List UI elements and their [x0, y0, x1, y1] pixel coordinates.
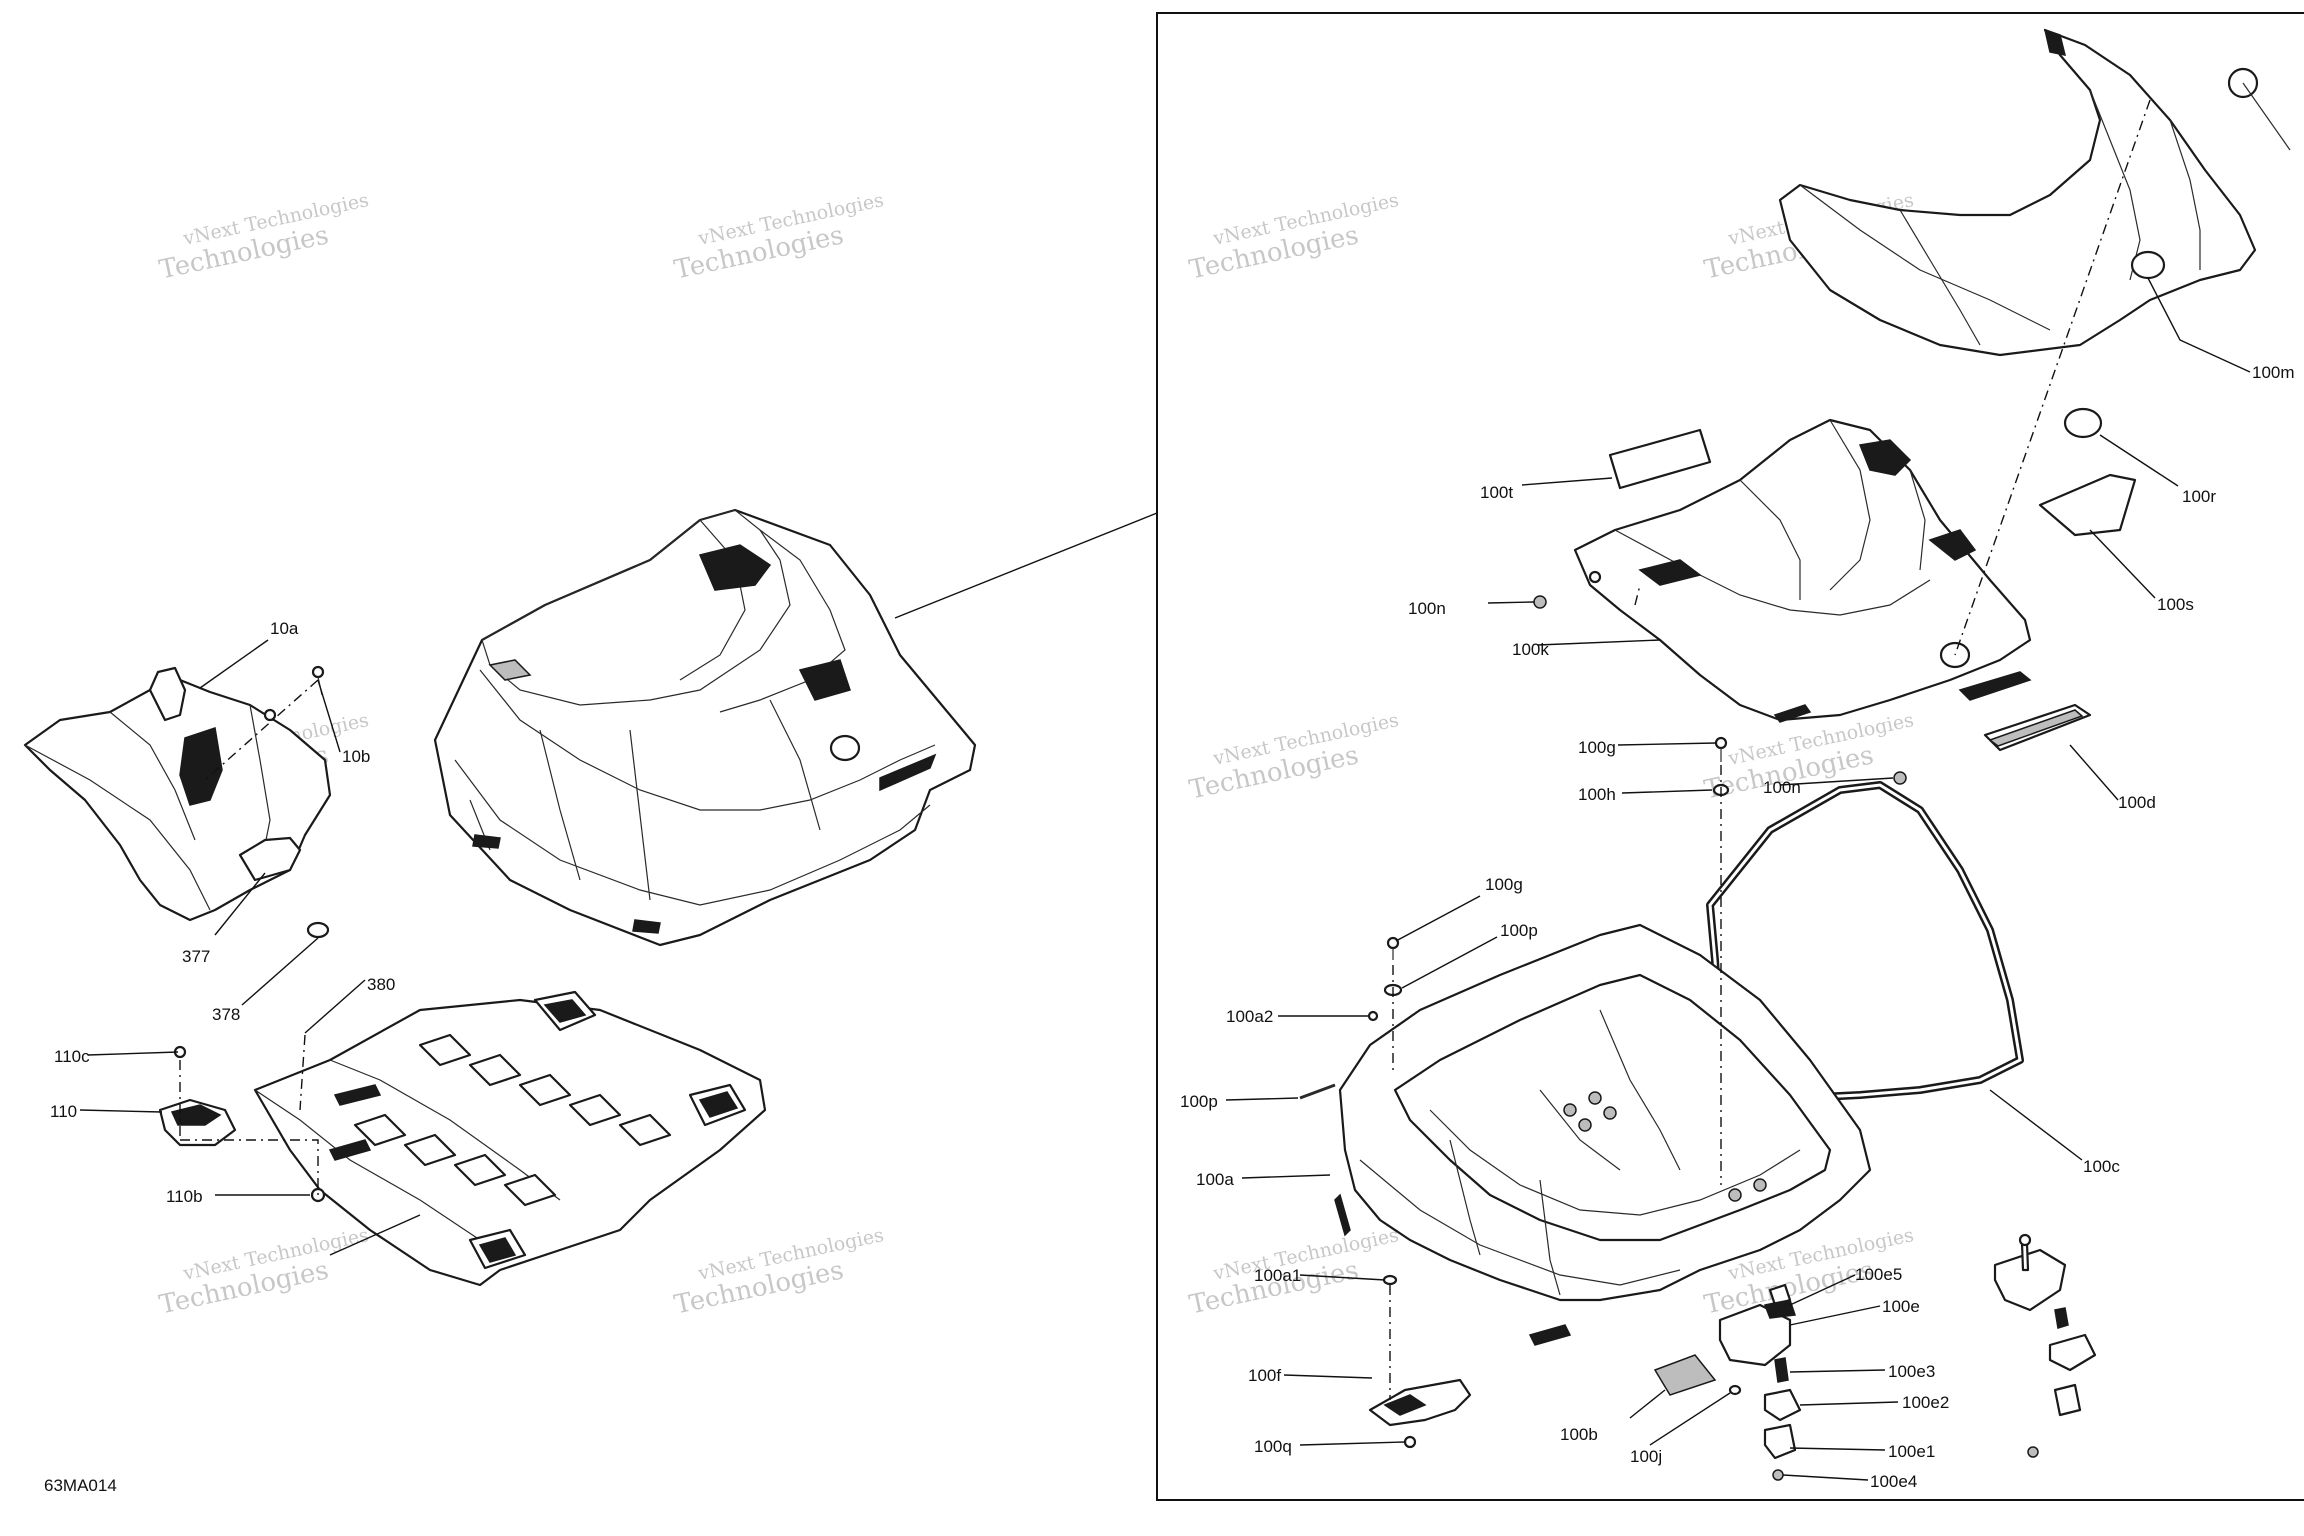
left-labels: 10a 10b 377 378 380 110c 110 110b — [50, 619, 395, 1206]
label-100n-b: 100n — [1763, 778, 1801, 797]
watermark: vNext Technologies Technologies — [672, 189, 886, 285]
label-380: 380 — [367, 975, 395, 994]
label-100a2: 100a2 — [1226, 1007, 1273, 1026]
label-100q: 100q — [1254, 1437, 1292, 1456]
part-100e-latch — [1718, 1283, 1802, 1481]
label-10a: 10a — [270, 619, 299, 638]
part-100b-pad — [1653, 1354, 1717, 1396]
label-110: 110 — [50, 1102, 77, 1121]
part-110-latch — [158, 1034, 326, 1203]
part-380-base-plate — [253, 990, 767, 1287]
label-100a1: 100a1 — [1254, 1266, 1301, 1285]
label-100e5: 100e5 — [1855, 1265, 1902, 1284]
right-alignment-lines — [1392, 99, 2151, 1185]
watermark: vNext Technologies Technologies — [672, 1224, 886, 1320]
right-labels: 100m 100t 100r 100n 100k 100s 100g 100h … — [1180, 363, 2295, 1491]
watermark: vNext Technologies Technologies — [157, 189, 371, 285]
watermark: vNext Technologies Technologies — [1187, 709, 1401, 805]
left-leaders — [79, 639, 421, 1256]
detail-pointer-line — [894, 512, 1158, 619]
label-100g-b: 100g — [1485, 875, 1523, 894]
label-100n-a: 100n — [1408, 599, 1446, 618]
part-10a-cover — [23, 666, 332, 922]
label-100m: 100m — [2252, 363, 2295, 382]
part-100f-latch — [1368, 1274, 1472, 1449]
label-100k: 100k — [1512, 640, 1549, 659]
label-377: 377 — [182, 947, 210, 966]
label-100a: 100a — [1196, 1170, 1234, 1189]
part-100s-decal — [2038, 473, 2137, 537]
label-100p-b: 100p — [1180, 1092, 1218, 1111]
part-spare-hinge — [1993, 1233, 2097, 1458]
part-100a-base-tub — [1334, 923, 1872, 1346]
label-10b: 10b — [342, 747, 370, 766]
label-100e4: 100e4 — [1870, 1472, 1917, 1491]
detail-frame — [1156, 12, 2304, 1501]
label-100e3: 100e3 — [1888, 1362, 1935, 1381]
part-100n-nut — [1893, 771, 1907, 785]
part-100t-decal — [1608, 428, 1712, 490]
label-100e1: 100e1 — [1888, 1442, 1935, 1461]
label-110c: 110c — [54, 1047, 90, 1066]
label-100t: 100t — [1480, 483, 1513, 502]
label-110b: 110b — [166, 1187, 203, 1206]
label-100g-a: 100g — [1578, 738, 1616, 757]
label-100s: 100s — [2157, 595, 2194, 614]
watermark: vNext Technologies Technologies — [157, 1224, 371, 1320]
label-100p-a: 100p — [1500, 921, 1538, 940]
label-100h: 100h — [1578, 785, 1616, 804]
part-100k-lid — [1573, 418, 2032, 723]
label-100d: 100d — [2118, 793, 2156, 812]
label-378: 378 — [212, 1005, 240, 1024]
label-100f: 100f — [1248, 1366, 1281, 1385]
top-case-assembly — [433, 508, 977, 947]
plate-windows — [353, 1033, 672, 1207]
label-100b: 100b — [1560, 1425, 1598, 1444]
part-100p-pin — [1299, 1083, 1336, 1100]
part-100m-top-cover — [1778, 28, 2291, 357]
part-100d-vent — [1983, 703, 2092, 752]
figure-code: 63MA014 — [44, 1476, 117, 1495]
label-100j: 100j — [1630, 1447, 1662, 1466]
watermark: vNext Technologies Technologies — [1187, 189, 1401, 285]
label-100c: 100c — [2083, 1157, 2120, 1176]
label-100e2: 100e2 — [1902, 1393, 1949, 1412]
right-leaders — [1225, 277, 2251, 1481]
part-100r-ring — [2063, 407, 2103, 439]
part-100a2-clip — [1367, 1010, 1379, 1022]
part-100n-nut — [1533, 595, 1547, 609]
label-100r: 100r — [2182, 487, 2216, 506]
part-378-washer — [306, 921, 330, 939]
label-100e: 100e — [1882, 1297, 1920, 1316]
